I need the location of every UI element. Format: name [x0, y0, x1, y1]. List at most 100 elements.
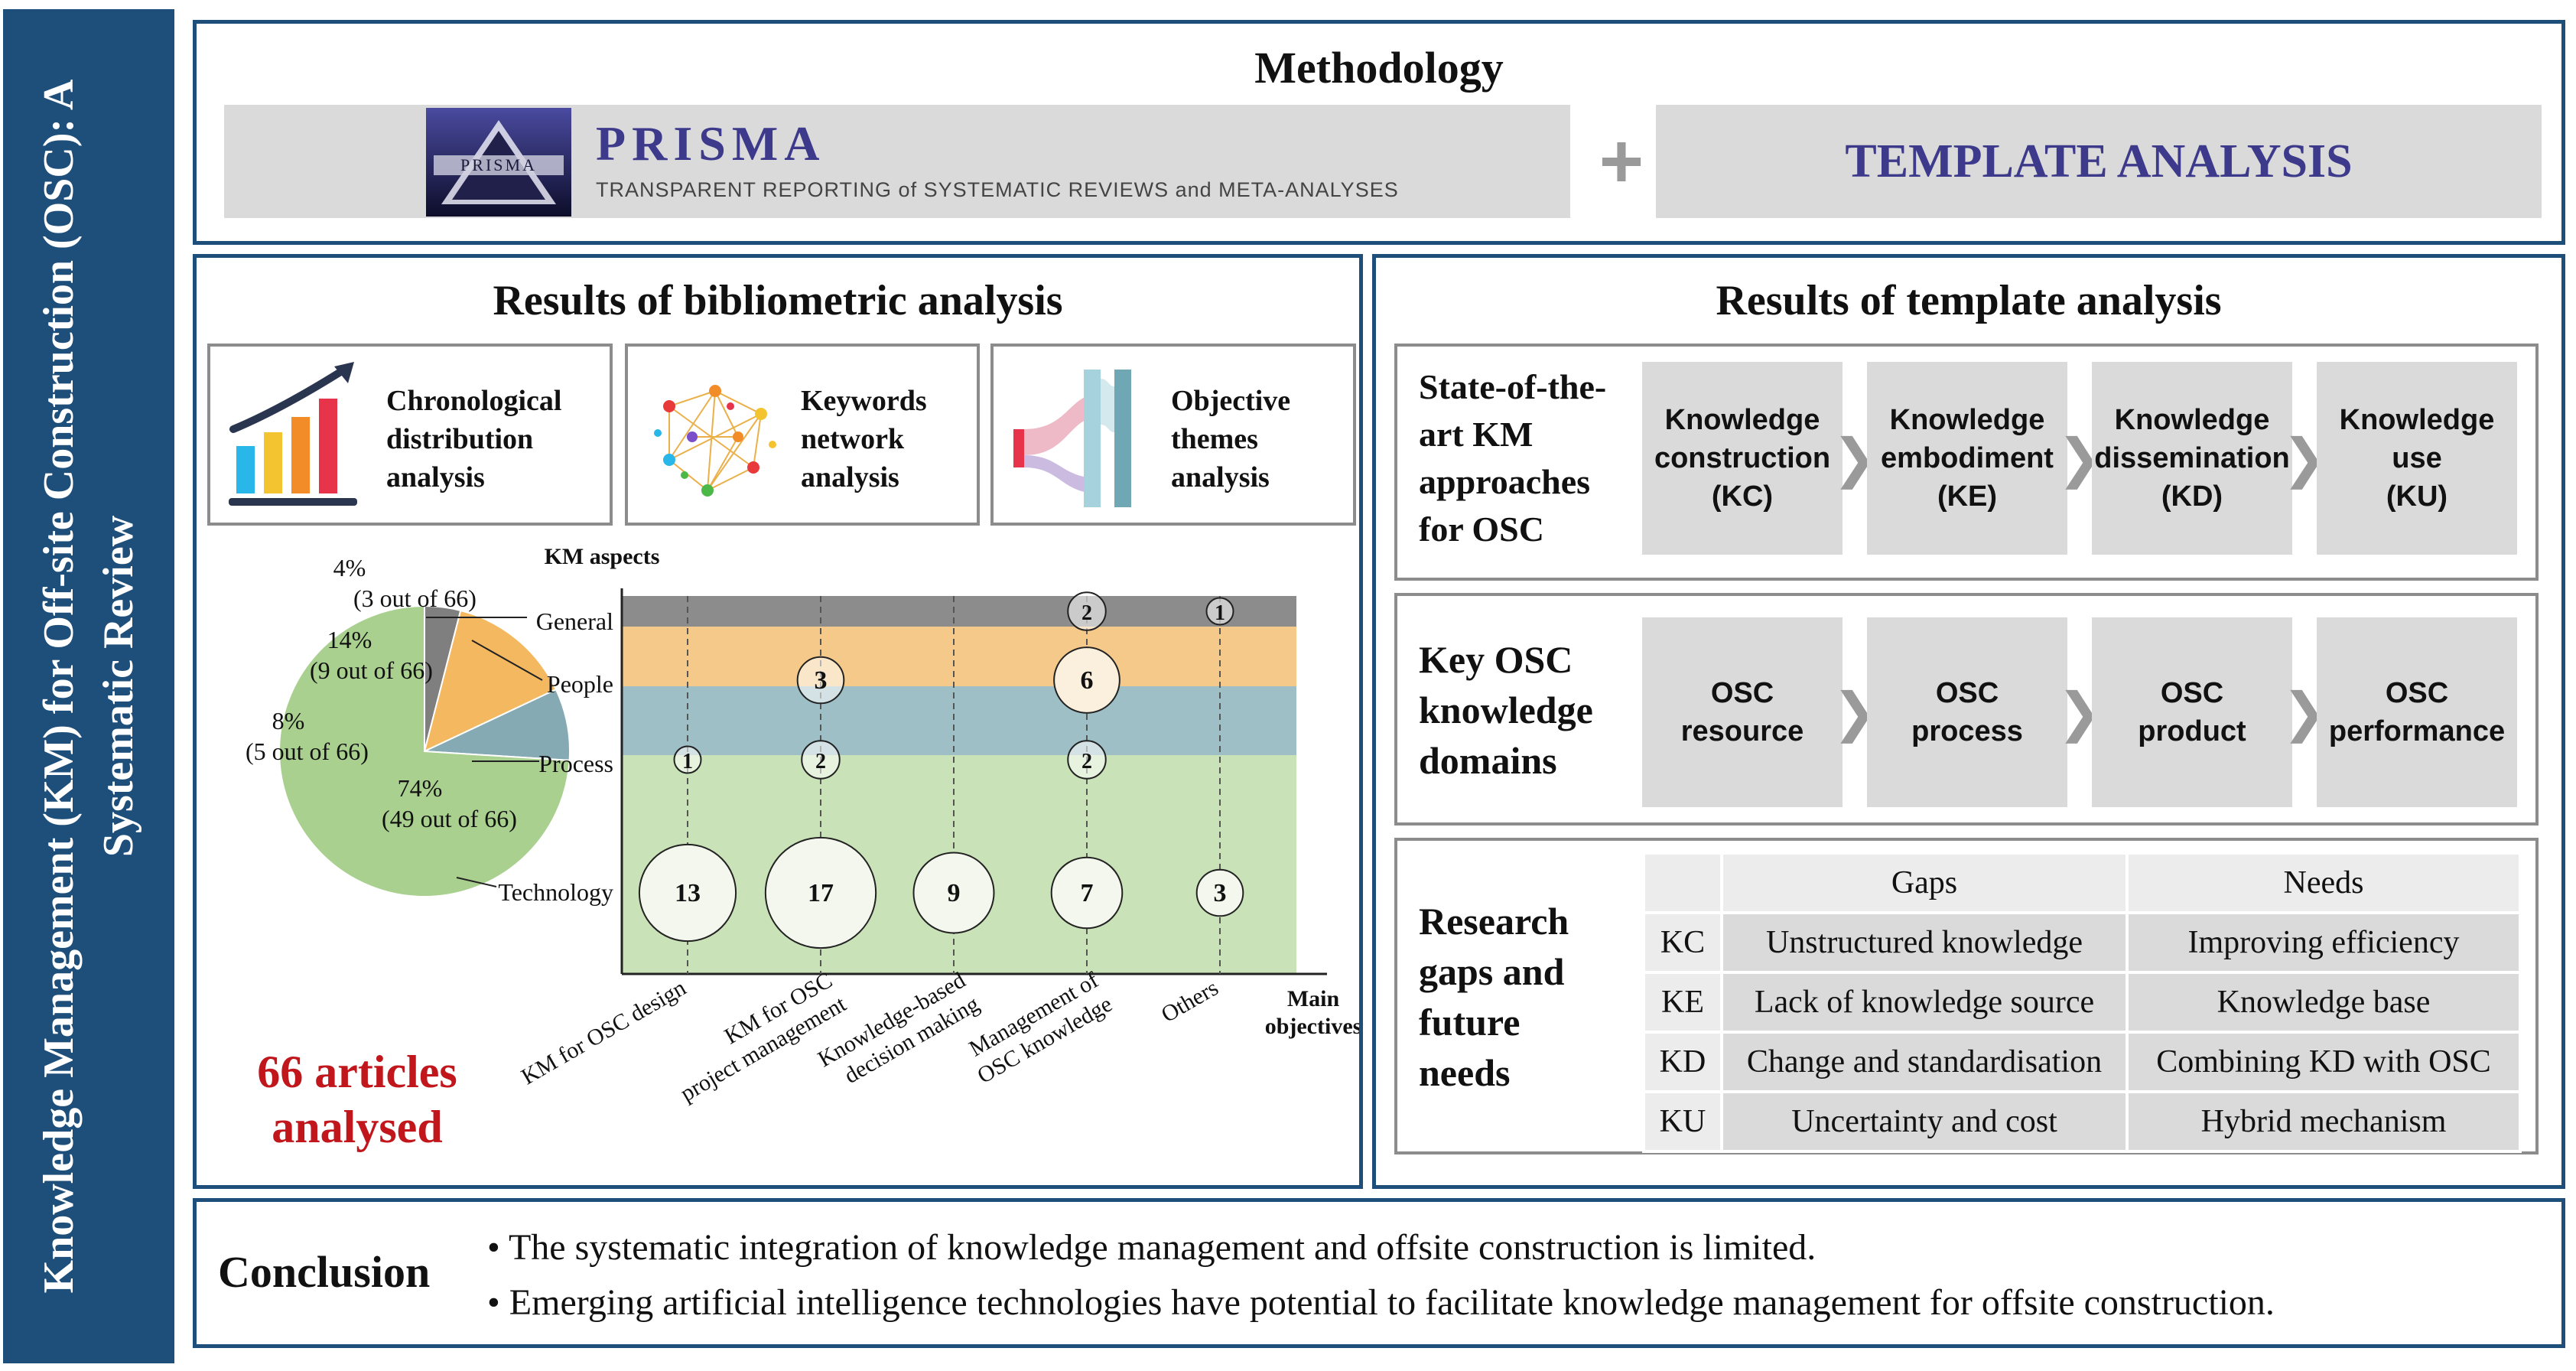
bubble — [1205, 597, 1234, 626]
domain-line: OSC — [1710, 677, 1774, 709]
gaps-box: Research gaps and future needs Gaps Need… — [1394, 838, 2539, 1154]
bubble-label: 6 — [1081, 666, 1094, 695]
table-row: KU Uncertainty and cost Hybrid mechanism — [1642, 1090, 2522, 1153]
table-cell: Lack of knowledge source — [1720, 971, 2129, 1034]
domain-line: resource — [1680, 715, 1804, 747]
prisma-logo: PRISMA — [426, 108, 571, 217]
bubble-label: 1 — [682, 750, 693, 773]
gaps-table: Gaps Needs KC Unstructured knowledge Imp… — [1642, 852, 2522, 1153]
step-line: (KD) — [2161, 480, 2223, 513]
conclusion-bullet: • Emerging artificial intelligence techn… — [487, 1282, 2275, 1323]
step-line: use — [2392, 442, 2442, 474]
chevron-right-icon: ❯ — [2057, 682, 2103, 742]
gaps-heading: Research gaps and future needs — [1419, 896, 1569, 1098]
domain-osc-product: OSC product — [2092, 617, 2292, 807]
methodology-title: Methodology — [1254, 43, 1504, 93]
domain-line: OSC — [1935, 677, 1999, 709]
bubble — [764, 836, 877, 949]
approaches-heading-line: State-of-the- — [1419, 367, 1607, 406]
pie-label: (9 out of 66) — [310, 656, 433, 684]
domain-line: OSC — [2160, 677, 2224, 709]
conclusion-title: Conclusion — [218, 1247, 431, 1297]
step-line: construction — [1654, 442, 1831, 474]
domains-heading-line: Key OSC — [1419, 638, 1573, 681]
bubble-label: 3 — [1214, 879, 1227, 907]
template-analysis-label: TEMPLATE ANALYSIS — [1845, 135, 2353, 187]
template-analysis-box: TEMPLATE ANALYSIS — [1656, 105, 2542, 218]
bubble-label: 2 — [1081, 601, 1092, 625]
domains-heading: Key OSC knowledge domains — [1419, 634, 1593, 786]
step-line: dissemination — [2094, 442, 2290, 474]
bubble-label: 17 — [808, 879, 834, 907]
row-label: Process — [538, 750, 613, 777]
step-knowledge-dissemination: Knowledge dissemination (KD) — [2092, 362, 2292, 555]
pie-label: 14% — [327, 626, 372, 653]
band-general — [622, 596, 1296, 627]
chevron-right-icon: ❯ — [2282, 682, 2327, 742]
pie-label: (49 out of 66) — [382, 805, 517, 832]
table-header-cell: Gaps — [1720, 852, 2129, 914]
table-cell: Hybrid mechanism — [2126, 1090, 2522, 1153]
table-cell: Combining KD with OSC — [2126, 1031, 2522, 1093]
plus-sign: + — [1599, 118, 1644, 204]
card-chronological-label: Chronological distribution analysis — [386, 385, 562, 493]
approaches-heading-line: approaches — [1419, 462, 1591, 501]
domain-line: performance — [2328, 715, 2506, 747]
connector-line — [456, 877, 497, 887]
bibliometric-charts: 4%(3 out of 66)14%(9 out of 66)8%(5 out … — [246, 544, 1359, 1106]
step-line: Knowledge — [2339, 404, 2495, 436]
connector-line — [471, 640, 543, 681]
table-header-cell — [1642, 852, 1723, 914]
table-row: KD Change and standardisation Combining … — [1642, 1031, 2522, 1093]
bubble — [801, 740, 841, 780]
bubble — [1067, 591, 1107, 631]
x-tick-label: KM for OSC design — [517, 975, 691, 1089]
articles-label: analysed — [272, 1102, 443, 1152]
step-knowledge-use: Knowledge use (KU) — [2317, 362, 2517, 555]
pie-label: 74% — [398, 774, 443, 802]
approaches-heading-line: art KM — [1419, 415, 1534, 454]
approaches-heading: State-of-the- art KM approaches for OSC — [1419, 363, 1606, 553]
bibliometric-title: Results of bibliometric analysis — [493, 277, 1063, 324]
prisma-logo-text: PRISMA — [460, 155, 537, 174]
table-row: KE Lack of knowledge source Knowledge ba… — [1642, 971, 2522, 1034]
card-chronological: Chronological distribution analysis — [207, 344, 613, 526]
pie-slice-technology — [278, 604, 571, 897]
side-title-bar: Knowledge Management (KM) for Off-site C… — [3, 9, 174, 1363]
bubble-label: 7 — [1081, 879, 1094, 907]
table-cell: KU — [1642, 1090, 1723, 1153]
bubble — [1067, 740, 1107, 780]
chevron-right-icon: ❯ — [2057, 428, 2103, 488]
conclusion-panel: Conclusion • The systematic integration … — [193, 1198, 2565, 1348]
gaps-heading-line: needs — [1419, 1051, 1511, 1094]
table-cell: Knowledge base — [2126, 971, 2522, 1034]
step-line: embodiment — [1881, 442, 2054, 474]
bubble — [673, 745, 702, 774]
bubble-label: 9 — [948, 879, 961, 907]
table-cell: Improving efficiency — [2126, 911, 2522, 974]
bubble — [912, 852, 995, 934]
methodology-panel: Methodology PRISMA PRISMA TRANSPARENT RE… — [193, 20, 2565, 245]
domains-box: Key OSC knowledge domains OSC resource ❯… — [1394, 593, 2539, 826]
row-label: General — [536, 607, 613, 635]
table-header-cell: Needs — [2126, 852, 2522, 914]
chevron-right-icon: ❯ — [1832, 428, 1878, 488]
chevron-right-icon: ❯ — [2282, 428, 2327, 488]
domain-osc-process: OSC process — [1867, 617, 2067, 807]
pie-label: (5 out of 66) — [246, 738, 369, 765]
gaps-heading-line: Research — [1419, 900, 1569, 943]
table-row: KC Unstructured knowledge Improving effi… — [1642, 911, 2522, 974]
bubble — [1050, 856, 1124, 930]
table-cell: KE — [1642, 971, 1723, 1034]
sankey-icon — [1013, 370, 1131, 507]
table-cell: Unstructured knowledge — [1720, 911, 2129, 974]
domain-osc-resource: OSC resource — [1642, 617, 1843, 807]
step-line: (KC) — [1711, 480, 1774, 513]
step-knowledge-embodiment: Knowledge embodiment (KE) — [1867, 362, 2067, 555]
table-cell: Change and standardisation — [1720, 1031, 2129, 1093]
bubble-label: 3 — [815, 666, 828, 695]
pie-slice-process — [424, 688, 571, 761]
card-keywords: Keywords network analysis — [625, 344, 980, 526]
domain-line: process — [1911, 715, 2023, 747]
card-objective-themes-label: Objective themes analysis — [1171, 385, 1291, 493]
